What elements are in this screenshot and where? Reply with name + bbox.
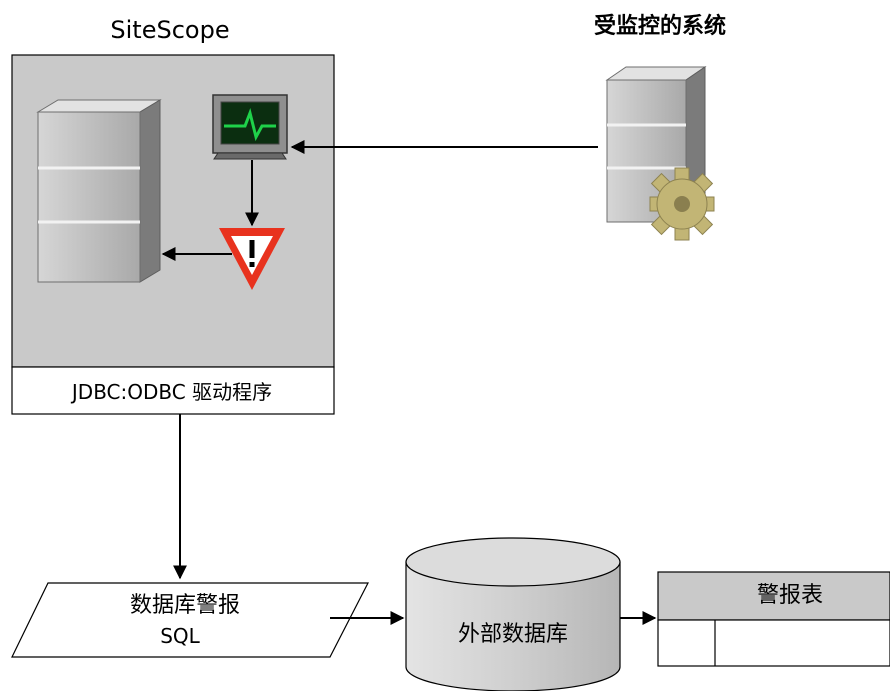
database-label: 外部数据库	[458, 622, 568, 647]
sql-block-line2: SQL	[160, 624, 200, 648]
database-icon	[405, 537, 621, 691]
alert-icon	[219, 228, 285, 290]
sql-block-line1: 数据库警报	[130, 593, 240, 618]
gear-icon	[649, 167, 715, 241]
monitored-system-title: 受监控的系统	[594, 13, 726, 39]
server-icon	[36, 99, 162, 283]
alert-table	[657, 571, 890, 667]
alert-table-label: 警报表	[757, 583, 823, 608]
sitescope-title: SiteScope	[110, 16, 229, 44]
sql-block	[11, 582, 369, 658]
driver-label: JDBC:ODBC 驱动程序	[70, 380, 272, 404]
monitor-icon	[212, 94, 288, 160]
